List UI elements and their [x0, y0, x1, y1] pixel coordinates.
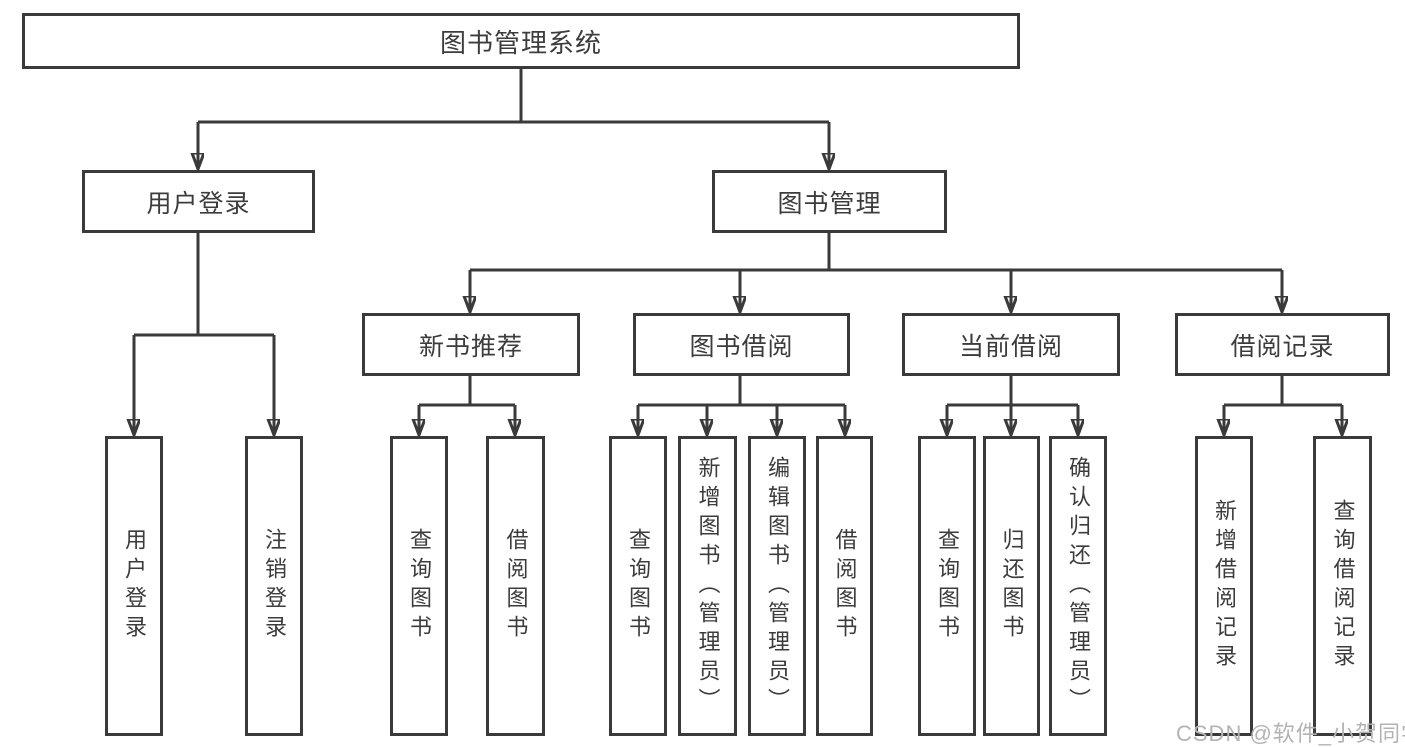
leaf-query-borrow-record: 查询借阅记录	[1313, 436, 1372, 736]
leaf-query-books-recommend: 查询图书	[390, 436, 448, 736]
csdn-watermark: CSDN @软件_小贺同学	[1176, 721, 1405, 746]
root-node-library-management-system: 图书管理系统	[22, 13, 1020, 69]
leaf-query-books-borrowing: 查询图书	[609, 436, 667, 736]
leaf-user-login: 用户登录	[105, 436, 163, 736]
leaf-borrow-books-borrowing: 借阅图书	[816, 436, 873, 736]
leaf-add-borrow-record: 新增借阅记录	[1195, 436, 1253, 736]
node-new-book-recommendation: 新书推荐	[362, 313, 580, 376]
leaf-add-book-admin: 新增图书（管理员）	[678, 436, 737, 736]
leaf-return-books: 归还图书	[983, 436, 1040, 736]
node-current-borrowing: 当前借阅	[902, 313, 1120, 376]
node-borrowing-records: 借阅记录	[1175, 313, 1390, 376]
branch-user-login: 用户登录	[82, 170, 315, 233]
leaf-edit-book-admin: 编辑图书（管理员）	[748, 436, 806, 736]
leaf-logout: 注销登录	[245, 436, 303, 736]
leaf-borrow-books-recommend: 借阅图书	[486, 436, 545, 736]
leaf-confirm-return-admin: 确认归还（管理员）	[1049, 436, 1107, 736]
branch-book-management: 图书管理	[712, 170, 947, 233]
node-book-borrowing: 图书借阅	[633, 313, 850, 376]
leaf-query-books-current: 查询图书	[918, 436, 976, 736]
